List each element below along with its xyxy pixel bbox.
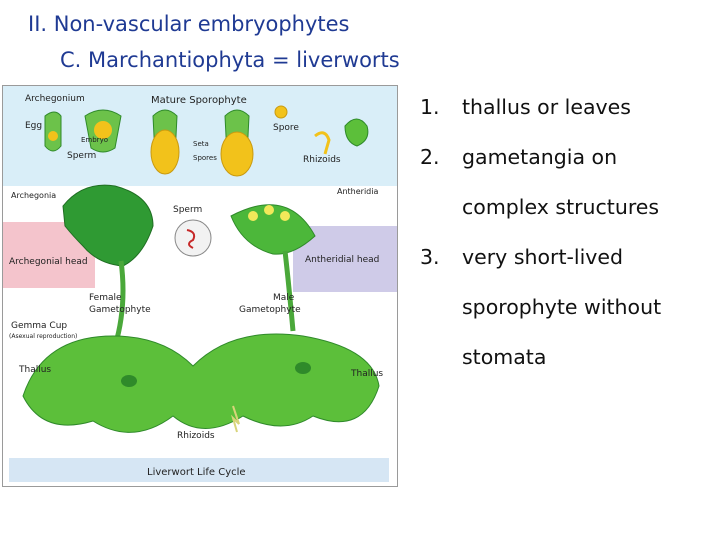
key-point-1: 1. thallus or leaves xyxy=(420,82,716,132)
label-seta: Seta xyxy=(193,140,209,148)
sperm-drawing xyxy=(174,219,212,257)
key-points-list: 1. thallus or leaves 2. gametangia on comple… xyxy=(420,82,716,382)
key-point-number: 3. xyxy=(420,245,440,269)
archegonium-drawing xyxy=(44,111,62,152)
label-antheridia: Antheridia xyxy=(337,187,378,196)
label-archegonium: Archegonium xyxy=(25,94,85,104)
male-gametophyte-drawing xyxy=(230,204,316,332)
caption-band xyxy=(9,458,389,482)
key-point-3: 3. very short-lived sporophyte without stom… xyxy=(420,232,716,382)
label-egg: Egg xyxy=(25,121,42,131)
key-point-number: 2. xyxy=(420,145,440,169)
slide-title-line2: C. Marchantiophyta = liverworts xyxy=(60,48,400,72)
embryo-drawing xyxy=(84,109,122,153)
label-rhizoids-bottom: Rhizoids xyxy=(177,431,215,441)
key-point-text: sporophyte without xyxy=(462,295,662,319)
label-sperm-mid: Sperm xyxy=(173,205,202,215)
label-mature-sporophyte: Mature Sporophyte xyxy=(151,95,247,106)
figure-caption: Liverwort Life Cycle xyxy=(147,467,246,478)
label-female-2: Gametophyte xyxy=(89,305,151,315)
key-point-text: very short-lived xyxy=(462,245,624,269)
label-asexual: (Asexual reproduction) xyxy=(9,333,77,340)
spore-drawing xyxy=(274,105,369,155)
key-point-text: complex structures xyxy=(462,195,660,219)
key-point-text: gametangia on xyxy=(462,145,618,169)
top-band xyxy=(3,86,397,186)
label-embryo: Embryo xyxy=(81,136,108,144)
label-rhizoids-top: Rhizoids xyxy=(303,155,341,165)
mature-sporophyte-drawing xyxy=(150,109,254,177)
label-male-1: Male xyxy=(273,293,295,303)
key-point-2: 2. gametangia on complex structures xyxy=(420,132,716,232)
key-point-text: stomata xyxy=(462,345,547,369)
key-point-text: thallus or leaves xyxy=(462,95,631,119)
label-female-1: Female xyxy=(89,293,122,303)
slide-title-line1: II. Non-vascular embryophytes xyxy=(28,12,350,36)
label-archegonial-head: Archegonial head xyxy=(9,257,88,267)
label-male-2: Gametophyte xyxy=(239,305,301,315)
label-thallus-left: Thallus xyxy=(18,365,51,375)
label-archegonia: Archegonia xyxy=(11,191,56,200)
liverwort-diagram: Archegonium Mature Sporophyte Egg Embryo… xyxy=(3,86,397,482)
label-spore: Spore xyxy=(273,123,299,133)
liverwort-life-cycle-figure: Archegonium Mature Sporophyte Egg Embryo… xyxy=(2,85,398,487)
label-thallus-right: Thallus xyxy=(350,369,383,379)
label-spores: Spores xyxy=(193,154,217,162)
key-point-number: 1. xyxy=(420,95,440,119)
label-gemma-cup: Gemma Cup xyxy=(11,321,67,331)
thallus-drawing xyxy=(22,333,380,433)
label-antheridial-head: Antheridial head xyxy=(305,255,379,265)
label-sperm-top: Sperm xyxy=(67,151,96,161)
